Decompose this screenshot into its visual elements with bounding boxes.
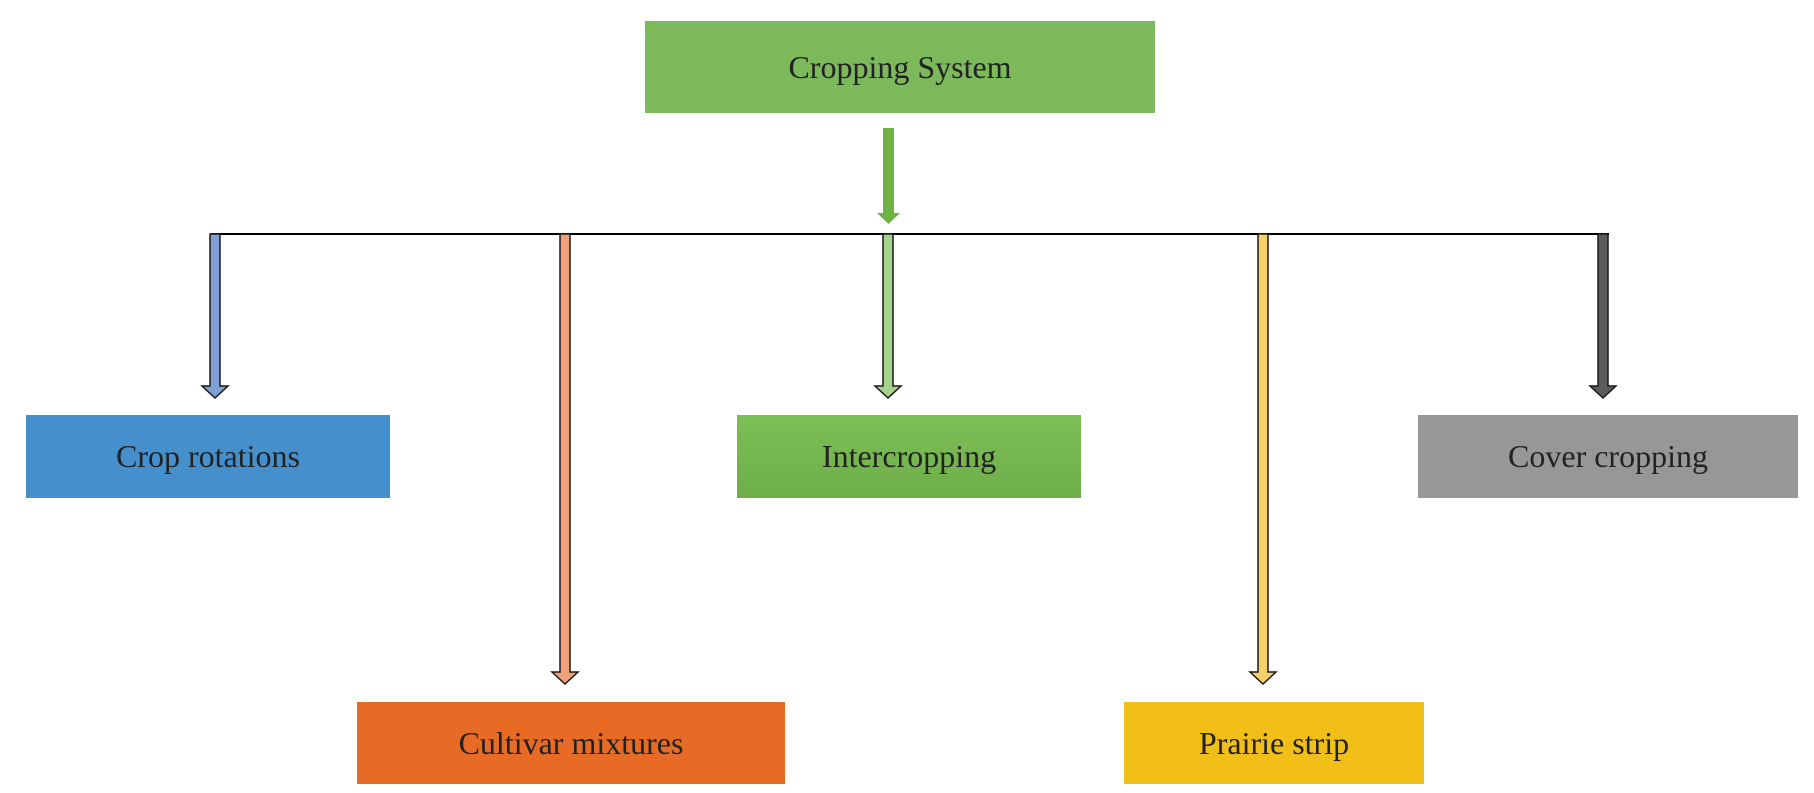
node-label: Intercropping <box>821 438 997 474</box>
node-label: Cultivar mixtures <box>458 724 684 761</box>
node-label: Prairie strip <box>1198 724 1350 761</box>
arrow-cover-cropping <box>1588 233 1618 400</box>
arrow-intercropping <box>873 233 903 400</box>
node-prairie-strip: Prairie strip <box>1124 702 1424 784</box>
arrow-cultivar-mixtures <box>550 233 580 686</box>
root-arrow-shaft <box>883 128 894 214</box>
root-node-label: Cropping System <box>788 48 1012 85</box>
root-down-arrow <box>877 128 900 224</box>
node-cultivar-mixtures: Cultivar mixtures <box>357 702 785 784</box>
node-intercropping: Intercropping <box>737 415 1081 498</box>
root-node-cropping-system: Cropping System <box>645 21 1155 113</box>
node-cover-cropping: Cover cropping <box>1418 415 1798 498</box>
node-label: Cover cropping <box>1508 438 1708 474</box>
root-arrow-head <box>877 213 900 224</box>
arrow-crop-rotations <box>200 233 230 400</box>
node-crop-rotations: Crop rotations <box>26 415 390 498</box>
node-label: Crop rotations <box>116 438 300 474</box>
arrow-prairie-strip <box>1248 233 1278 686</box>
